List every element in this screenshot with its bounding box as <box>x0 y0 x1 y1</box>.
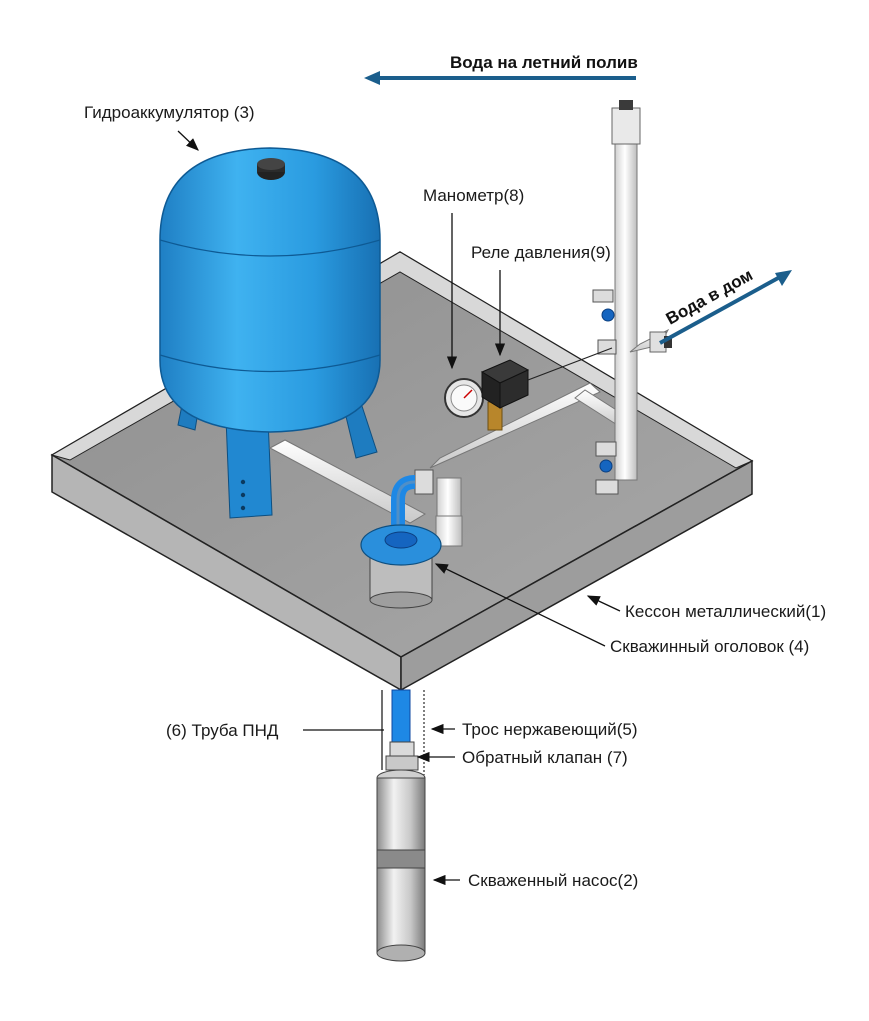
valve-mid <box>597 339 617 355</box>
accumulator-label: Гидроаккумулятор (3) <box>84 103 255 122</box>
pipe-label: (6) Труба ПНД <box>166 721 279 740</box>
pipe-label-text: Труба ПНД <box>192 721 279 740</box>
house-water-arrow <box>659 270 792 345</box>
pipework <box>268 100 672 547</box>
summer-watering-arrow <box>364 71 636 85</box>
relay-label-text: Реле давления <box>471 243 590 262</box>
summer-watering-label: Вода на летний полив <box>450 53 638 72</box>
accumulator-label-num: (3) <box>234 103 255 122</box>
relay-label: Реле давления(9) <box>471 243 611 262</box>
valve-bottom <box>595 441 619 495</box>
caisson-label-text: Кессон металлический <box>625 602 805 621</box>
gauge-label-num: (8) <box>503 186 524 205</box>
check-valve-label: Обратный клапан (7) <box>462 748 628 767</box>
well-head-leader <box>434 563 606 647</box>
well-head <box>360 524 442 609</box>
pump-label-text: Скваженный насос <box>468 871 618 890</box>
accumulator-label-text: Гидроаккумулятор <box>84 103 229 122</box>
cable-label: Трос нержавеющий(5) <box>462 720 638 739</box>
pressure-accumulator <box>159 147 381 519</box>
valve-top <box>592 289 615 322</box>
pump-label-num: (2) <box>618 871 639 890</box>
well-head-label-text: Скважинный оголовок <box>610 637 784 656</box>
check-valve-label-num: (7) <box>607 748 628 767</box>
well-head-label: Скважинный оголовок (4) <box>610 637 809 656</box>
check-valve <box>385 741 419 771</box>
caisson-platform <box>50 251 754 692</box>
relay-label-num: (9) <box>590 243 611 262</box>
check-valve-label-text: Обратный клапан <box>462 748 602 767</box>
pump-label: Скваженный насос(2) <box>468 871 638 890</box>
well-head-label-num: (4) <box>789 637 810 656</box>
gauge-label: Манометр(8) <box>423 186 524 205</box>
submersible-pump <box>376 769 426 962</box>
pressure-relay <box>480 347 613 409</box>
cable-label-text: Трос нержавеющий <box>462 720 617 739</box>
accumulator-leader <box>177 130 199 151</box>
gauge-label-text: Манометр <box>423 186 503 205</box>
caisson-leader <box>586 595 621 612</box>
caisson-label: Кессон металлический(1) <box>625 602 826 621</box>
pressure-gauge <box>444 378 503 431</box>
pipe-label-num: (6) <box>166 721 187 740</box>
cable-label-num: (5) <box>617 720 638 739</box>
caisson-label-num: (1) <box>805 602 826 621</box>
